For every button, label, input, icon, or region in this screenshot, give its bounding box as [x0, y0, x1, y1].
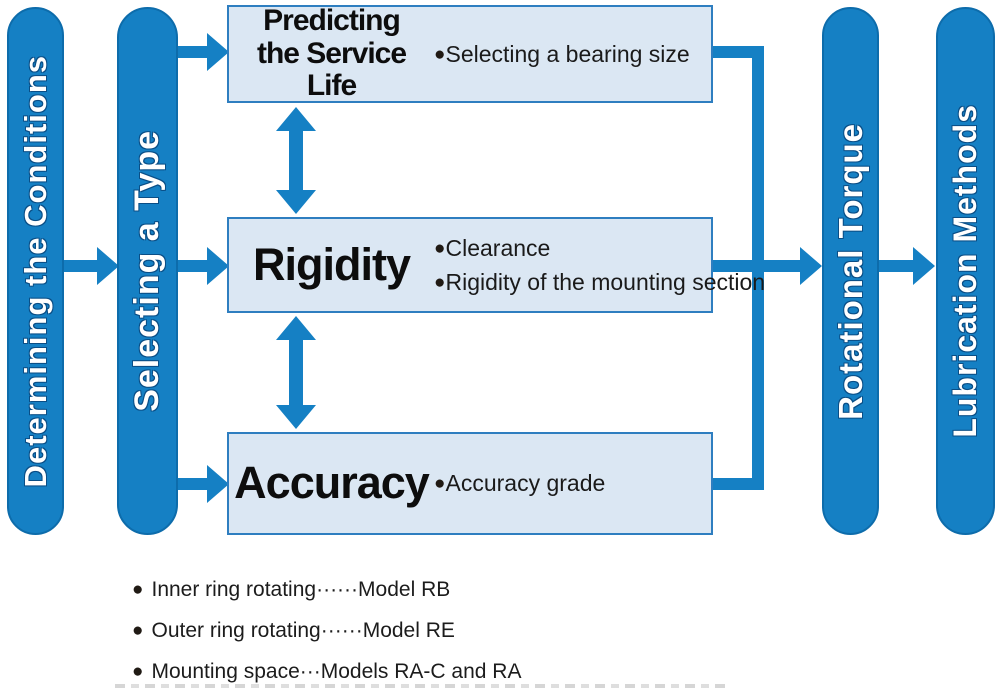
bullet-icon: ● — [434, 473, 446, 495]
cutoff-text-strip — [115, 684, 727, 688]
box-predicting-bullets: ●Selecting a bearing size — [434, 37, 711, 72]
box-predicting-title-line1: Predicting — [263, 4, 401, 38]
box-accuracy-title: Accuracy — [234, 457, 430, 509]
legend-outer-ring: ● Outer ring rotating······Model RE — [132, 619, 521, 643]
bullet-icon: ● — [434, 43, 446, 65]
pill-rotational-label: Rotational Torque — [831, 122, 869, 420]
bullet-item: ●Rigidity of the mounting section — [434, 265, 765, 300]
bullet-text: Accuracy grade — [445, 470, 606, 497]
arrow-boxes-to-rotational — [712, 247, 822, 285]
bullet-icon: ● — [434, 272, 446, 293]
connector-predicting-stub — [712, 46, 764, 58]
box-rigidity-title: Rigidity — [253, 238, 411, 290]
pill-lubrication-methods: Lubrication Methods — [936, 7, 995, 535]
arrow-rotational-to-lubrication — [878, 247, 935, 285]
bullet-icon: ● — [132, 661, 144, 682]
bullet-icon: ● — [132, 579, 144, 600]
legend: ● Inner ring rotating······Model RB ● Oute… — [132, 578, 521, 689]
pill-selecting-a-type: Selecting a Type — [117, 7, 178, 535]
legend-mounting-space: ● Mounting space···Models RA-C and RA — [132, 660, 521, 684]
box-predicting-title: Predicting the Service Life — [229, 5, 434, 102]
arrow-selecting-to-rigidity — [177, 247, 229, 285]
bullet-item: ●Selecting a bearing size — [434, 37, 711, 72]
box-predicting-title-line2: the Service Life — [256, 36, 407, 103]
bullet-text: Clearance — [445, 234, 551, 261]
arrow-determining-to-selecting — [63, 247, 119, 285]
pill-determining-conditions: Determining the Conditions — [7, 7, 64, 535]
box-predicting-service-life: Predicting the Service Life ●Selecting a… — [227, 5, 713, 103]
pill-determining-label: Determining the Conditions — [17, 54, 53, 488]
box-rigidity: Rigidity ●Clearance ●Rigidity of the mou… — [227, 217, 765, 313]
arrow-selecting-to-predicting — [177, 33, 229, 71]
bullet-icon: ● — [434, 237, 446, 259]
bullet-icon: ● — [132, 620, 144, 641]
arrow-selecting-to-accuracy — [177, 465, 229, 503]
box-rigidity-bullets: ●Clearance ●Rigidity of the mounting sec… — [434, 231, 765, 300]
bullet-text: Rigidity of the mounting section — [445, 269, 766, 295]
bullet-item: ●Clearance — [434, 231, 765, 266]
double-arrow-predicting-rigidity — [276, 107, 316, 214]
pill-rotational-torque: Rotational Torque — [822, 7, 879, 535]
legend-text: Outer ring rotating······Model RE — [151, 619, 455, 642]
double-arrow-rigidity-accuracy — [276, 316, 316, 429]
box-accuracy: Accuracy ●Accuracy grade — [227, 432, 713, 535]
pill-selecting-label: Selecting a Type — [128, 130, 166, 412]
connector-accuracy-stub — [712, 478, 764, 490]
bullet-item: ●Accuracy grade — [434, 466, 711, 501]
box-accuracy-bullets: ●Accuracy grade — [434, 466, 711, 501]
legend-inner-ring: ● Inner ring rotating······Model RB — [132, 578, 521, 602]
legend-text: Inner ring rotating······Model RB — [151, 578, 451, 601]
legend-text: Mounting space···Models RA-C and RA — [151, 660, 522, 683]
bullet-text: Selecting a bearing size — [445, 40, 690, 67]
pill-lubrication-label: Lubrication Methods — [947, 104, 983, 438]
